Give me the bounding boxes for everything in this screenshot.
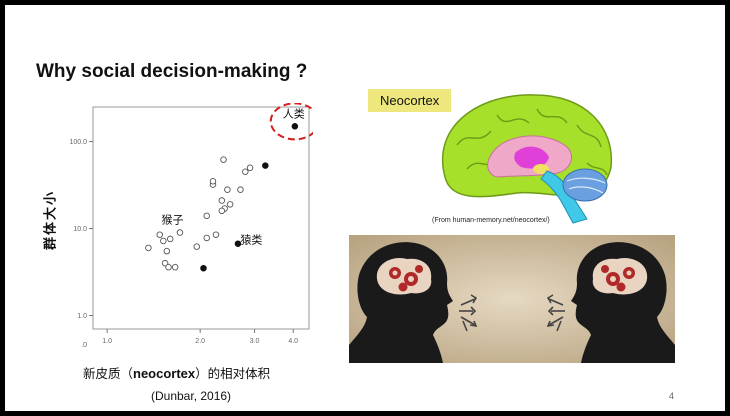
data-point-hollow bbox=[161, 259, 169, 267]
data-point-hollow bbox=[237, 186, 244, 193]
point-annotation: 猿类 bbox=[240, 233, 262, 247]
y-axis-label: 群体大小 bbox=[43, 189, 59, 251]
inner-yellow-shape bbox=[533, 164, 549, 174]
y-bottom-label: .0 bbox=[81, 342, 87, 349]
data-point-hollow bbox=[193, 243, 201, 250]
plot-frame bbox=[92, 106, 310, 330]
data-point-filled bbox=[234, 240, 242, 247]
data-point-hollow bbox=[209, 178, 217, 185]
neocortex-gyri bbox=[456, 108, 608, 176]
data-point-hollow bbox=[246, 164, 254, 172]
data-point-hollow bbox=[176, 229, 184, 236]
x-tick-label: 1.0 bbox=[102, 338, 112, 345]
gear-right-icon bbox=[601, 265, 635, 292]
data-point-hollow bbox=[218, 197, 226, 204]
slide-title: Why social decision-making ? bbox=[36, 61, 308, 82]
data-point-hollow bbox=[156, 231, 164, 238]
data-point-hollow bbox=[203, 234, 210, 242]
neocortex-label: Neocortex bbox=[368, 89, 452, 112]
data-point-hollow bbox=[163, 247, 171, 255]
point-annotation: 人类 bbox=[283, 106, 305, 120]
data-point-hollow bbox=[166, 235, 174, 243]
x-tick-label: 3.0 bbox=[250, 338, 260, 345]
citation: (Dunbar, 2016) bbox=[151, 389, 232, 403]
data-point-hollow bbox=[165, 263, 172, 271]
data-point-hollow bbox=[203, 212, 210, 220]
x-axis-label-term: neocortex bbox=[133, 366, 196, 381]
point-annotation: 猴子 bbox=[162, 212, 184, 226]
data-point-hollow bbox=[224, 186, 231, 193]
exchange-arrows-left-icon bbox=[459, 294, 478, 332]
data-point-hollow bbox=[218, 207, 226, 215]
data-point-hollow bbox=[226, 201, 234, 208]
brainstem-shape bbox=[540, 170, 588, 224]
thalamus-shape bbox=[514, 146, 549, 169]
cerebellum-folds bbox=[566, 177, 606, 194]
gear-left-icon bbox=[389, 265, 423, 292]
cerebellum-shape bbox=[562, 168, 608, 202]
x-axis-label: 新皮质（neocortex）的相对体积 bbox=[83, 363, 270, 382]
data-point-hollow bbox=[160, 237, 167, 245]
x-axis-label-suffix: ）的相对体积 bbox=[195, 366, 271, 381]
y-tick-label: 100.0 bbox=[69, 139, 87, 146]
x-tick-label: 2.0 bbox=[195, 338, 205, 345]
page-number: 4 bbox=[669, 391, 675, 401]
data-point-filled bbox=[200, 264, 207, 272]
x-axis-label-prefix: 新皮质（ bbox=[83, 366, 134, 381]
exchange-arrows-right-icon bbox=[546, 294, 565, 332]
y-tick-label: 10.0 bbox=[73, 226, 87, 233]
y-tick-label: 1.0 bbox=[77, 313, 87, 320]
brain-illustration bbox=[442, 94, 613, 224]
heads-illustration bbox=[349, 235, 675, 363]
slide: Why social decision-making ? 1.0 2.0 3.0 4.… bbox=[5, 5, 725, 411]
data-point-filled bbox=[262, 162, 269, 169]
data-point-hollow bbox=[212, 231, 220, 238]
data-point-hollow bbox=[220, 156, 227, 163]
data-point-hollow bbox=[242, 168, 249, 176]
image-source: (From human-memory.net/neocortex/) bbox=[432, 217, 550, 224]
data-point-hollow bbox=[171, 263, 179, 271]
data-point-hollow bbox=[145, 244, 152, 252]
data-point-filled bbox=[291, 123, 299, 130]
x-tick-label: 4.0 bbox=[288, 338, 298, 345]
